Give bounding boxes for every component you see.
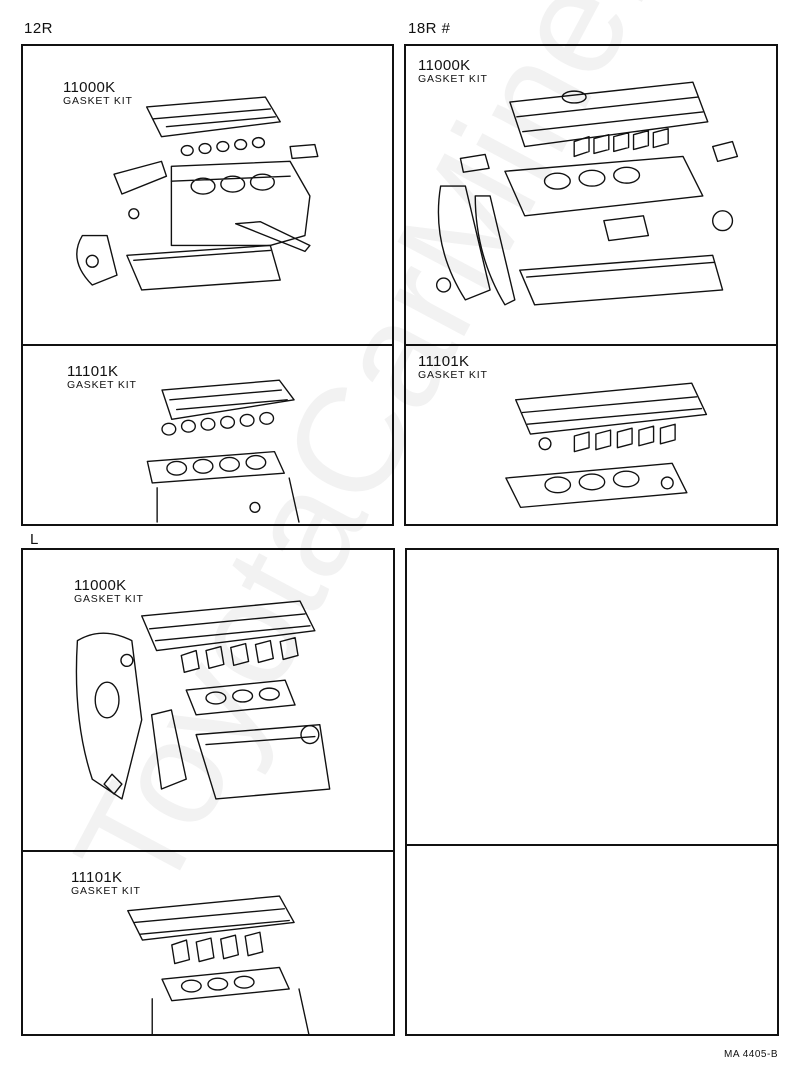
part-name: GASKET KIT (74, 593, 144, 605)
gasket-kit-drawing (75, 600, 331, 800)
engine-label-l: L (30, 531, 39, 548)
part-number: 11101K (71, 869, 123, 886)
cell-18r-full-kit: 11000K GASKET KIT (406, 46, 776, 344)
engine-label-18r: 18R # (408, 20, 451, 37)
cell-12r-valve-grind-kit: 11101K GASKET KIT (23, 344, 392, 524)
gasket-kit-drawing (127, 895, 310, 1034)
cell-12r-full-kit: 11000K GASKET KIT (23, 46, 392, 344)
cell-l-full-kit: 11000K GASKET KIT (23, 550, 393, 850)
cell-18r-valve-grind-kit: 11101K GASKET KIT (406, 344, 776, 524)
part-number: 11000K (74, 577, 127, 594)
panel-empty (405, 548, 779, 1036)
cell-empty-top (407, 550, 777, 844)
engine-label-12r: 12R (24, 20, 54, 37)
part-name: GASKET KIT (71, 885, 141, 897)
cell-l-valve-grind-kit: 11101K GASKET KIT (23, 850, 393, 1034)
gasket-kit-drawing (435, 81, 739, 306)
part-number: 11101K (418, 353, 470, 370)
part-number: 11101K (67, 363, 119, 380)
panel-18r: 11000K GASKET KIT 11101K GASKET KIT (404, 44, 778, 526)
part-name: GASKET KIT (63, 95, 133, 107)
gasket-kit-drawing (76, 96, 319, 291)
part-number: 11000K (418, 57, 471, 74)
part-name: GASKET KIT (418, 73, 488, 85)
gasket-kit-drawing (505, 382, 708, 509)
gasket-kit-drawing (146, 379, 300, 523)
panel-12r: 11000K GASKET KIT 11101K GASKET KIT (21, 44, 394, 526)
part-number: 11000K (63, 79, 116, 96)
panel-l: 11000K GASKET KIT 11101K GASKET KIT (21, 548, 395, 1036)
document-code: MA 4405-B (724, 1049, 778, 1060)
cell-empty-bottom (407, 844, 777, 1034)
part-name: GASKET KIT (67, 379, 137, 391)
part-name: GASKET KIT (418, 369, 488, 381)
